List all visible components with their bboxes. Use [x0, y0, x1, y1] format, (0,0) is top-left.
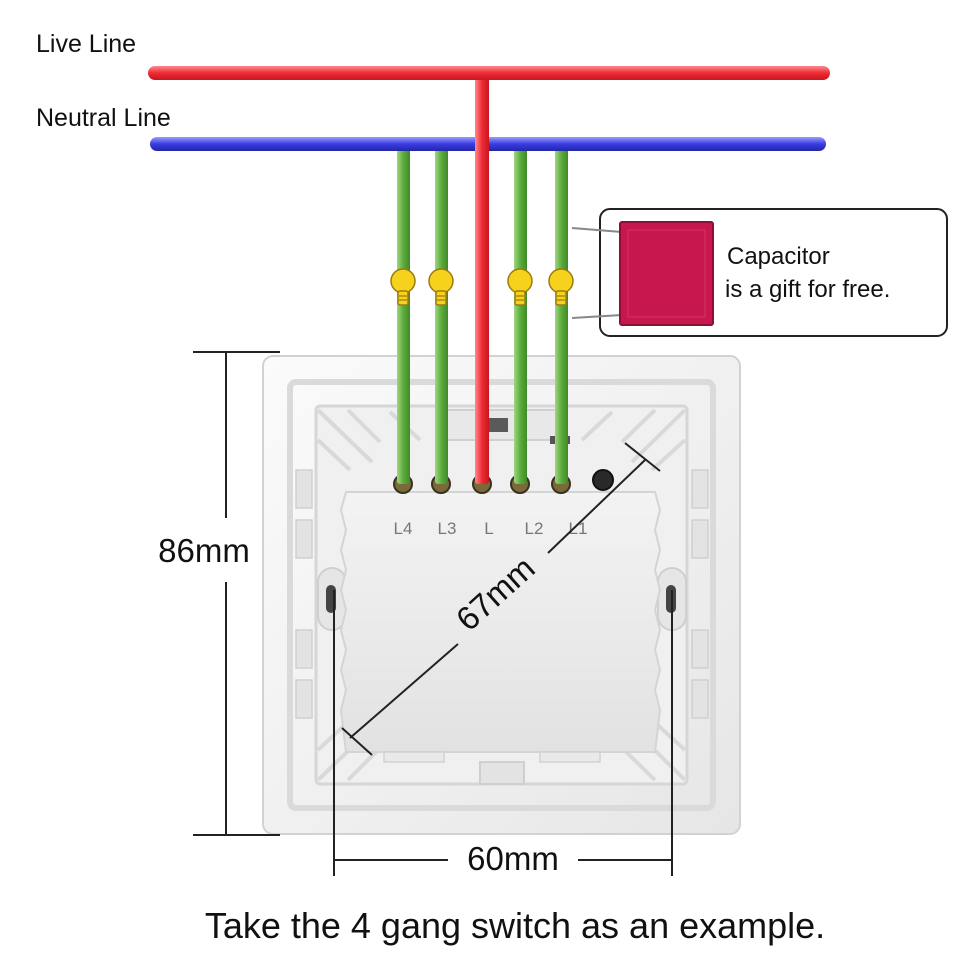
width-dimension: [333, 590, 673, 876]
diagonal-dimension: [341, 442, 661, 756]
height-dimension-label: 86mm: [158, 532, 250, 569]
bulb-icon-l1: [548, 268, 574, 306]
switch-module-box: [339, 491, 662, 763]
indicator-screw: [592, 469, 614, 491]
terminal-label-l: L: [484, 519, 493, 538]
bulb-icon-l3: [428, 268, 454, 306]
height-dimension: [193, 351, 280, 836]
bulb-icon-l4: [390, 268, 416, 306]
terminal-label-l1: L1: [569, 519, 588, 538]
capacitor-icon: [619, 221, 714, 326]
capacitor-callout: Capacitor is a gift for free.: [571, 208, 948, 337]
width-dimension-label: 60mm: [467, 840, 559, 877]
load-wires: [397, 148, 568, 484]
bulb-icon-l2: [507, 268, 533, 306]
terminal-label-l3: L3: [438, 519, 457, 538]
terminal-label-l4: L4: [394, 519, 413, 538]
terminal-label-l2: L2: [525, 519, 544, 538]
caption: Take the 4 gang switch as an example.: [205, 905, 825, 946]
capacitor-title: Capacitor: [727, 243, 830, 270]
neutral-line-label: Neutral Line: [36, 104, 171, 132]
capacitor-note: is a gift for free.: [725, 276, 890, 303]
live-line-label: Live Line: [36, 30, 136, 58]
live-line-wire: [148, 66, 830, 484]
